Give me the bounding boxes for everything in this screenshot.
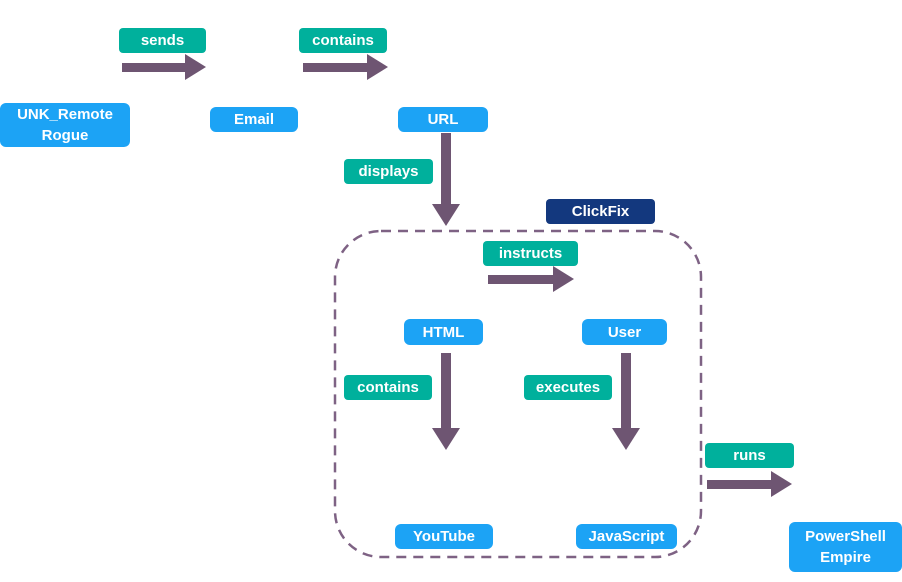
arrow-shaft [303,63,368,72]
arrow-shaft [122,63,186,72]
node-user: User [582,319,667,345]
arrow-down-displays-icon [432,133,460,226]
arrow-head-icon [367,54,388,80]
edge-label-executes: executes [524,375,612,400]
arrow-right-contains-icon [303,54,388,80]
arrow-shaft [441,353,451,430]
node-unk-remote-rogue: UNK_Remote Rogue [0,103,130,147]
edge-label-contains-html-youtube: contains [344,375,432,400]
node-youtube: YouTube [395,524,493,549]
arrow-head-icon [553,266,574,292]
edge-label-sends: sends [119,28,206,53]
edge-label-displays: displays [344,159,433,184]
arrow-right-runs-icon [707,471,792,497]
arrow-head-icon [432,204,460,226]
node-javascript: JavaScript [576,524,677,549]
node-url: URL [398,107,488,132]
arrow-shaft [621,353,631,430]
arrow-down-contains-icon [432,353,460,450]
arrow-head-icon [771,471,792,497]
clickfix-group-border [333,229,703,559]
node-email: Email [210,107,298,132]
edge-label-contains-email-url: contains [299,28,387,53]
arrow-head-icon [432,428,460,450]
node-html: HTML [404,319,483,345]
arrow-head-icon [612,428,640,450]
arrow-shaft [488,275,554,284]
edge-label-instructs: instructs [483,241,578,266]
arrow-right-sends-icon [122,54,206,80]
edge-label-runs: runs [705,443,794,468]
node-powershell-empire: PowerShell Empire [789,522,902,572]
arrow-right-instructs-icon [488,266,574,292]
arrow-head-icon [185,54,206,80]
arrow-shaft [441,133,451,206]
arrow-down-executes-icon [612,353,640,450]
arrow-shaft [707,480,772,489]
node-clickfix-group-label: ClickFix [546,199,655,224]
